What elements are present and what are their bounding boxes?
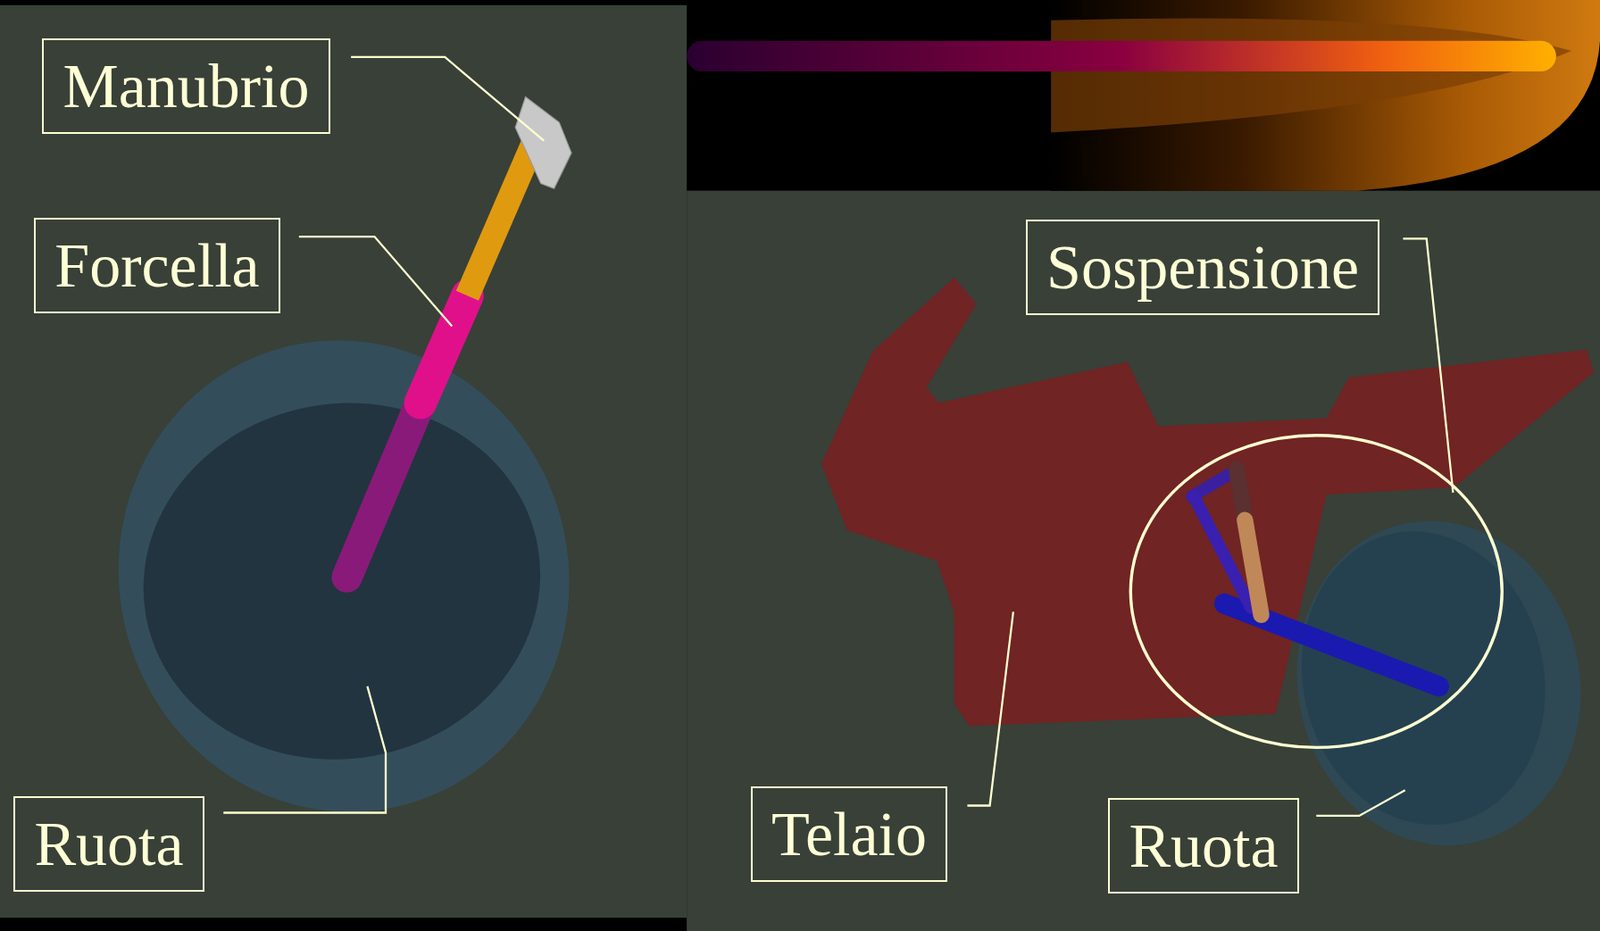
part-label: Forcella (54, 231, 259, 300)
handlebar (515, 97, 572, 190)
front-wheel (66, 289, 623, 863)
part-label: Sospensione (1046, 233, 1359, 302)
label-box: Ruota (1108, 798, 1300, 894)
label-box: Sospensione (1025, 219, 1380, 316)
part-label: Ruota (1128, 811, 1278, 881)
label-box: Ruota (13, 796, 205, 892)
label-box: Forcella (33, 217, 281, 314)
highlight-ellipse (1130, 435, 1502, 749)
part-label: Telaio (771, 800, 927, 869)
part-label: Manubrio (62, 51, 309, 121)
suspension (1191, 468, 1440, 686)
label-box: Telaio (750, 786, 948, 883)
left-panel (0, 5, 687, 918)
fork (347, 144, 534, 577)
right-panel (686, 191, 1600, 931)
leader-lines (223, 57, 1453, 817)
label-box: Manubrio (41, 38, 331, 134)
comet-decoration (686, 0, 1600, 192)
part-label: Ruota (33, 809, 184, 879)
